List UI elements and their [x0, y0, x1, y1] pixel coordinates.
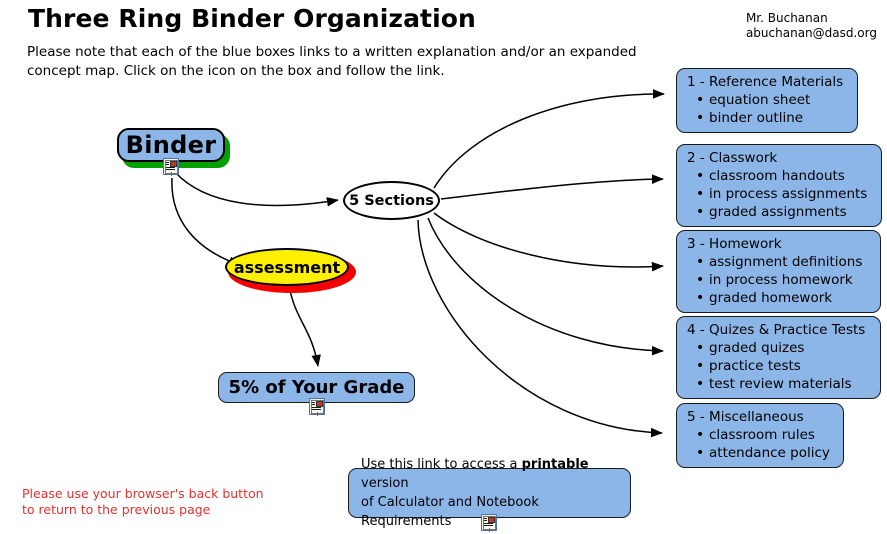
- section-box-5-list: classroom rules attendance policy: [687, 426, 835, 462]
- assessment-node[interactable]: assessment: [225, 248, 349, 286]
- document-link-icon-stem: [488, 528, 490, 532]
- grade-weight-node[interactable]: 5% of Your Grade: [218, 372, 415, 403]
- intro-line-2: concept map. Click on the icon on the bo…: [27, 63, 445, 79]
- section-box-2-list: classroom handouts in process assignment…: [687, 167, 873, 221]
- document-link-icon-grade[interactable]: [309, 398, 325, 416]
- document-link-icon-line: [312, 404, 315, 405]
- list-item: test review materials: [696, 375, 872, 393]
- printable-line-1: Use this link to access a printable vers…: [361, 455, 630, 493]
- footer-note-line-2: to return to the previous page: [22, 502, 211, 517]
- section-box-5[interactable]: 5 - Miscellaneous classroom rules attend…: [676, 403, 844, 468]
- five-sections-node[interactable]: 5 Sections: [343, 181, 440, 220]
- document-link-icon-line: [312, 409, 321, 410]
- section-box-1-list: equation sheet binder outline: [687, 91, 849, 127]
- printable-line-2: of Calculator and Notebook Requirements: [361, 495, 539, 529]
- section-box-2-heading: 2 - Classwork: [687, 150, 778, 166]
- assessment-node-label: assessment: [233, 257, 341, 277]
- document-link-icon-line: [312, 401, 315, 403]
- printable-line-1-pre: Use this link to access a: [361, 457, 522, 472]
- intro-line-1: Please note that each of the blue boxes …: [27, 44, 637, 60]
- document-link-icon-line: [166, 161, 169, 163]
- document-link-icon-line: [484, 525, 493, 526]
- page-title: Three Ring Binder Organization: [28, 4, 476, 33]
- list-item: assignment definitions: [696, 253, 872, 271]
- list-item: classroom rules: [696, 426, 835, 444]
- list-item: graded quizes: [696, 339, 872, 357]
- author-email: abuchanan@dasd.org: [745, 26, 877, 40]
- author-name: Mr. Buchanan: [745, 11, 828, 25]
- document-link-icon-thumbnail: [316, 400, 323, 407]
- list-item: binder outline: [696, 109, 849, 127]
- section-box-3-list: assignment definitions in process homewo…: [687, 253, 872, 307]
- list-item: in process homework: [696, 271, 872, 289]
- section-box-1-heading: 1 - Reference Materials: [687, 74, 844, 90]
- section-box-4-list: graded quizes practice tests test review…: [687, 339, 872, 393]
- section-box-4[interactable]: 4 - Quizes & Practice Tests graded quize…: [676, 316, 881, 399]
- list-item: graded assignments: [696, 203, 873, 221]
- list-item: in process assignments: [696, 185, 873, 203]
- binder-node-label: Binder: [125, 131, 217, 159]
- section-box-3[interactable]: 3 - Homework assignment definitions in p…: [676, 230, 881, 313]
- document-link-icon-stem: [316, 412, 318, 416]
- section-box-3-heading: 3 - Homework: [687, 236, 782, 252]
- five-sections-label: 5 Sections: [349, 192, 434, 209]
- document-link-icon-line: [166, 164, 169, 165]
- section-box-1[interactable]: 1 - Reference Materials equation sheet b…: [676, 68, 858, 133]
- list-item: graded homework: [696, 289, 872, 307]
- author-block: Mr. Buchanan abuchanan@dasd.org: [746, 11, 877, 41]
- document-link-icon-line: [484, 517, 487, 519]
- section-box-5-heading: 5 - Miscellaneous: [687, 409, 804, 425]
- document-link-icon-line: [166, 169, 175, 170]
- list-item: equation sheet: [696, 91, 849, 109]
- document-link-icon-binder[interactable]: [163, 158, 179, 176]
- intro-text: Please note that each of the blue boxes …: [27, 43, 677, 81]
- printable-line-1-post: version: [361, 476, 409, 491]
- section-box-4-heading: 4 - Quizes & Practice Tests: [687, 322, 866, 338]
- printable-link-box[interactable]: Use this link to access a printable vers…: [348, 457, 631, 529]
- document-link-icon-line: [312, 406, 321, 408]
- document-link-icon-line: [484, 522, 493, 524]
- binder-node[interactable]: Binder: [117, 128, 225, 162]
- footer-note: Please use your browser's back button to…: [22, 486, 264, 518]
- document-link-icon-line: [166, 166, 175, 168]
- document-link-icon-thumbnail: [488, 516, 495, 523]
- list-item: practice tests: [696, 357, 872, 375]
- document-link-icon-stem: [170, 172, 172, 176]
- document-link-icon-line: [484, 520, 487, 521]
- document-link-icon-thumbnail: [170, 160, 177, 167]
- grade-weight-label: 5% of Your Grade: [228, 377, 405, 398]
- list-item: classroom handouts: [696, 167, 873, 185]
- section-box-2[interactable]: 2 - Classwork classroom handouts in proc…: [676, 144, 882, 227]
- list-item: attendance policy: [696, 444, 835, 462]
- footer-note-line-1: Please use your browser's back button: [22, 486, 264, 501]
- printable-keyword: printable: [521, 457, 589, 472]
- document-link-icon-printable[interactable]: [481, 514, 497, 532]
